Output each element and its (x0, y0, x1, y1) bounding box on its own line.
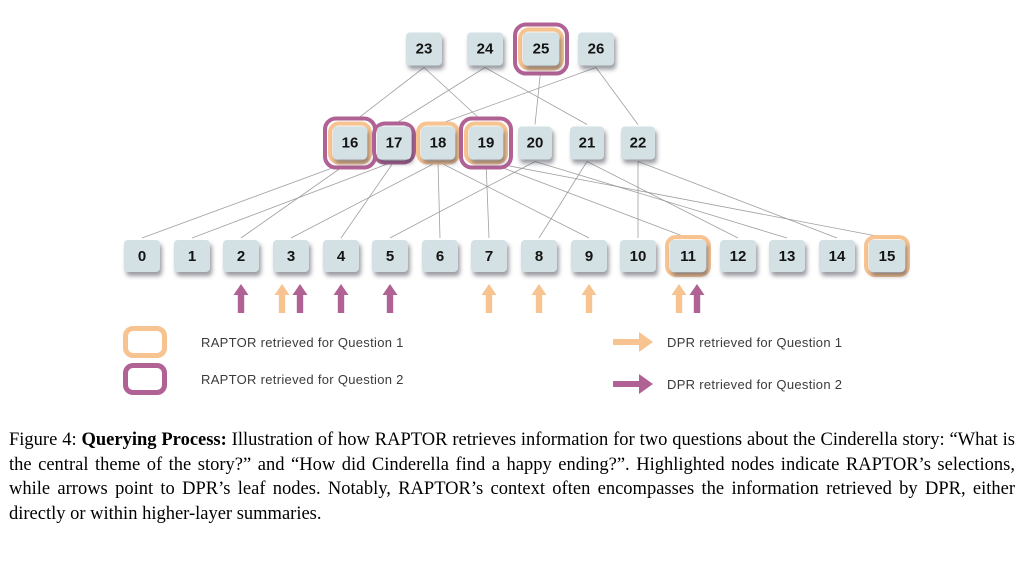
legend-item-1: RAPTOR retrieved for Question 1 (123, 326, 404, 358)
tree-edge-21-12 (586, 161, 739, 239)
tree-edge-25-20 (534, 67, 542, 125)
tree-edge-23-19 (423, 67, 487, 125)
tree-edge-16-2 (240, 161, 351, 239)
dpr-arrow-q1-node-11 (671, 284, 687, 313)
dpr-arrow-q1-node-7 (481, 284, 497, 313)
caption-title: Querying Process: (81, 430, 227, 450)
dpr-arrow-q1-node-9 (581, 284, 597, 313)
legend-item-3: DPR retrieved for Question 1 (611, 330, 842, 354)
legend-label: DPR retrieved for Question 1 (667, 334, 843, 350)
caption-figure-label: Figure 4: (9, 430, 82, 450)
tree-edge-22-14 (637, 161, 838, 239)
tree-edge-17-4 (340, 161, 395, 239)
tree-edge-20-5 (389, 161, 536, 239)
tree-edge-24-17 (393, 67, 486, 125)
tree-edge-23-16 (349, 67, 425, 125)
legend-label: RAPTOR retrieved for Question 1 (201, 334, 404, 350)
dpr-arrow-q2-node-4 (333, 284, 349, 313)
tree-edge-26-22 (595, 67, 639, 125)
legend-item-2: RAPTOR retrieved for Question 2 (123, 363, 404, 395)
legend-item-4: DPR retrieved for Question 2 (611, 372, 842, 396)
caption-body: Illustration of how RAPTOR retrieves inf… (9, 430, 1015, 524)
tree-edge-18-9 (437, 161, 590, 239)
legend-dpr-arrow-icon (613, 374, 653, 394)
dpr-arrow-q2-node-2 (233, 284, 249, 313)
tree-edge-21-8 (538, 161, 588, 239)
tree-edge-16-0 (141, 161, 351, 239)
legend-raptor-box-icon (123, 363, 167, 395)
dpr-arrow-q2-node-5 (382, 284, 398, 313)
tree-edge-20-13 (534, 161, 788, 239)
legend-dpr-arrow-icon (613, 332, 653, 352)
dpr-arrow-q2-node-3 (292, 284, 308, 313)
legend-label: DPR retrieved for Question 2 (667, 376, 843, 392)
tree-edge-19-11 (485, 161, 689, 239)
legend-raptor-box-icon (123, 326, 167, 358)
tree-edge-19-7 (485, 161, 490, 239)
tree-edge-18-6 (437, 161, 441, 239)
tree-edge-17-1 (191, 161, 395, 239)
dpr-arrow-q2-node-11 (689, 284, 705, 313)
tree-edges-layer (141, 67, 888, 313)
dpr-arrow-q1-node-3 (274, 284, 290, 313)
tree-edge-19-15 (485, 161, 888, 239)
figure-caption: Figure 4: Querying Process: Illustration… (0, 428, 1024, 526)
tree-edge-26-18 (437, 67, 597, 125)
tree-edge-18-3 (290, 161, 439, 239)
legend-label: RAPTOR retrieved for Question 2 (201, 371, 404, 387)
dpr-arrow-q1-node-8 (531, 284, 547, 313)
tree-edge-24-21 (484, 67, 588, 125)
